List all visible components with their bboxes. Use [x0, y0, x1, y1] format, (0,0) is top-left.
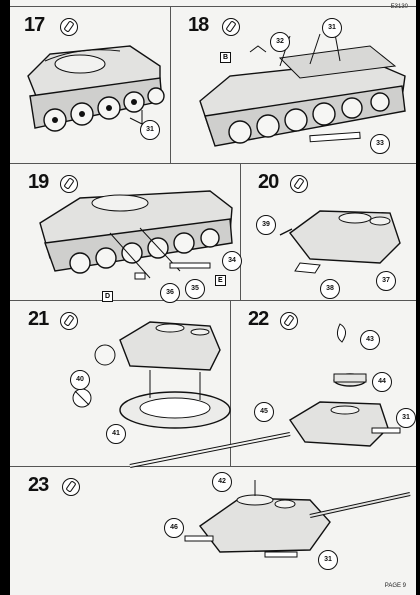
- step-number: 20: [258, 171, 279, 193]
- step-panel-17: 17 31: [10, 6, 170, 163]
- turret-final-drawing: [184, 480, 411, 558]
- step-panel-18: 18 B 32 31 33: [170, 6, 416, 163]
- part-callout: 37: [376, 271, 396, 291]
- step-number: 22: [248, 308, 269, 330]
- tank-hull-drawing: [27, 45, 165, 132]
- step-panel-21: 21 40 41: [10, 300, 231, 466]
- part-callout: 34: [222, 251, 242, 271]
- decal-tag: D: [102, 291, 114, 302]
- glue-icon: [60, 18, 78, 36]
- divider: [10, 6, 416, 7]
- part-callout: 39: [256, 215, 276, 235]
- divider: [10, 300, 416, 301]
- step-number: 17: [24, 14, 45, 36]
- divider: [10, 163, 416, 164]
- part-callout: 31: [322, 18, 342, 38]
- part-callout: 40: [70, 370, 90, 390]
- tank-hull-drawing: [39, 190, 233, 280]
- glue-icon: [290, 175, 308, 193]
- glue-icon: [60, 175, 78, 193]
- turret-assembly-drawing: [129, 323, 401, 468]
- glue-icon: [62, 478, 80, 496]
- divider: [170, 6, 171, 163]
- part-callout: 31: [396, 408, 416, 428]
- part-callout: 38: [320, 279, 340, 299]
- part-callout: 32: [270, 32, 290, 52]
- page-number: PAGE 9: [384, 583, 406, 589]
- turret-assembly-drawing: [72, 321, 231, 429]
- divider: [230, 300, 231, 466]
- tank-hull-drawing: [199, 33, 406, 147]
- step-panel-22: 22 43 44 45 31: [129, 300, 416, 468]
- part-callout: 43: [360, 330, 380, 350]
- header-code: E3130: [390, 4, 408, 10]
- step-panel-19: 19 D E 34 35 36: [10, 163, 242, 303]
- divider: [240, 163, 241, 300]
- part-callout: 36: [160, 283, 180, 303]
- turret-drawing: [279, 210, 401, 274]
- part-callout: 46: [164, 518, 184, 538]
- step-panel-23: 23 42 46 31: [10, 466, 416, 595]
- glue-icon: [60, 312, 78, 330]
- part-callout: 31: [140, 120, 160, 140]
- glue-icon: [280, 312, 298, 330]
- step-number: 21: [28, 308, 49, 330]
- part-callout: 42: [212, 472, 232, 492]
- part-callout: 31: [318, 550, 338, 570]
- glue-icon: [222, 18, 240, 36]
- part-callout: 35: [185, 279, 205, 299]
- step-number: 23: [28, 474, 49, 496]
- decal-tag: E: [215, 275, 226, 286]
- step-number: 19: [28, 171, 49, 193]
- part-callout: 41: [106, 424, 126, 444]
- step-panel-20: 20 39 38 37: [240, 163, 416, 300]
- part-callout: 44: [372, 372, 392, 392]
- decal-tag: B: [220, 52, 232, 63]
- step-number: 18: [188, 14, 209, 36]
- divider: [10, 466, 416, 467]
- instruction-page: E3130 17 31 18 B: [10, 0, 416, 595]
- part-callout: 33: [370, 134, 390, 154]
- part-callout: 45: [254, 402, 274, 422]
